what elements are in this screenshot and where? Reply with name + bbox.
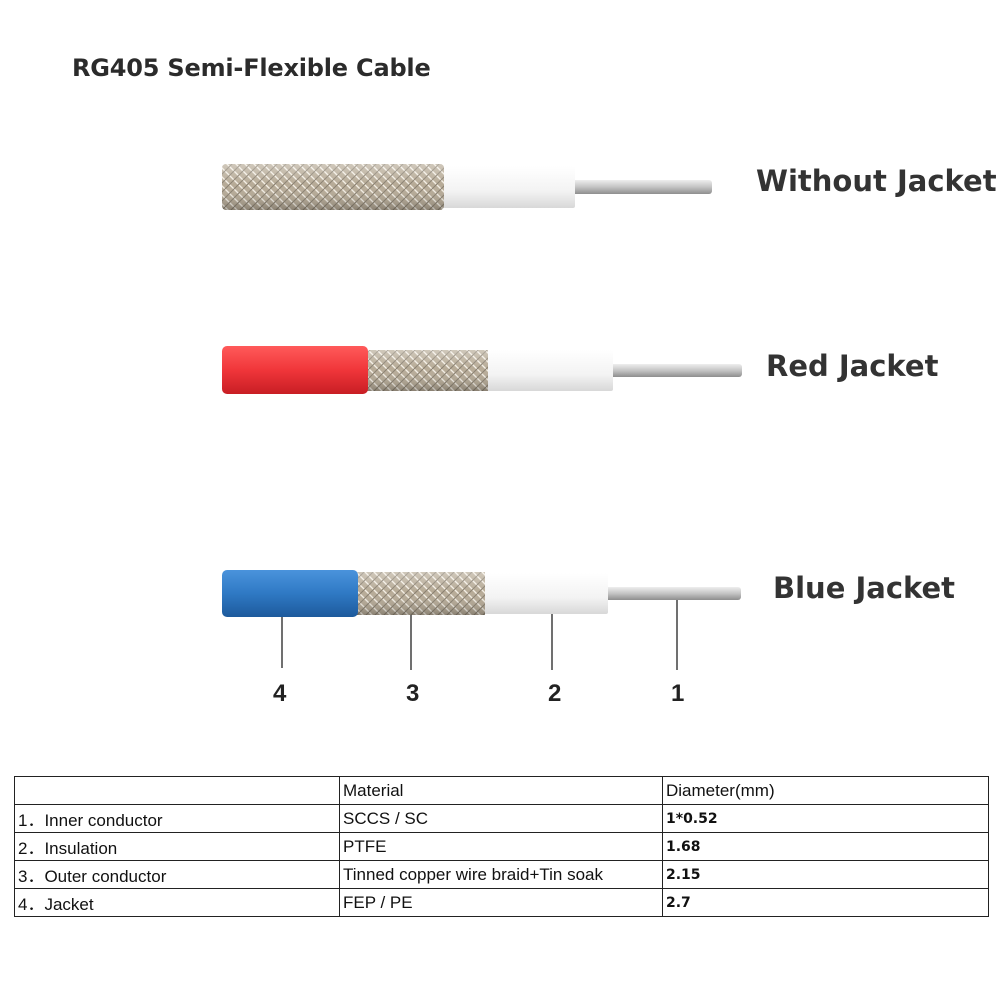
cell-diameter: 2.7 [662,888,989,917]
insulation-layer [486,350,613,391]
table-row: 3．Outer conductor Tinned copper wire bra… [14,860,989,889]
cell-layer: 3．Outer conductor [14,860,340,889]
inner-conductor [603,587,741,600]
layer-number-4: 4 [273,680,287,707]
label-blue-jacket: Blue Jacket [773,571,956,605]
layer-number-1: 1 [671,680,685,707]
cell-layer: 1．Inner conductor [14,804,340,833]
header-cell-blank [14,776,340,805]
jacket-layer [222,346,368,394]
header-cell-material: Material [339,776,663,805]
table-row: 2．Insulation PTFE 1.68 [14,832,989,861]
leader-lines [281,600,678,670]
cable-illustrations [222,164,742,670]
header-cell-diameter: Diameter(mm) [662,776,989,805]
inner-conductor [608,364,742,377]
jacket-layer [222,570,358,617]
layer-number-3: 3 [406,680,420,707]
spec-table: Material Diameter(mm) 1．Inner conductor … [14,776,989,917]
layer-number-2: 2 [548,680,562,707]
cable-red-jacket [222,346,742,394]
cell-material: PTFE [339,832,663,861]
cell-material: SCCS / SC [339,804,663,833]
cell-diameter: 1*0.52 [662,804,989,833]
insulation-layer [443,166,575,208]
label-without-jacket: Without Jacket [756,164,997,198]
cell-material: FEP / PE [339,888,663,917]
cell-layer: 4．Jacket [14,888,340,917]
label-red-jacket: Red Jacket [766,349,939,383]
inner-conductor [570,180,712,194]
insulation-layer [483,573,608,614]
cell-material: Tinned copper wire braid+Tin soak [339,860,663,889]
table-header-row: Material Diameter(mm) [14,776,989,805]
cell-layer: 2．Insulation [14,832,340,861]
page-title: RG405 Semi-Flexible Cable [72,54,431,82]
cable-blue-jacket [222,570,741,617]
cell-diameter: 2.15 [662,860,989,889]
cable-without-jacket [222,164,712,210]
table-row: 1．Inner conductor SCCS / SC 1*0.52 [14,804,989,833]
cell-diameter: 1.68 [662,832,989,861]
table-row: 4．Jacket FEP / PE 2.7 [14,888,989,917]
